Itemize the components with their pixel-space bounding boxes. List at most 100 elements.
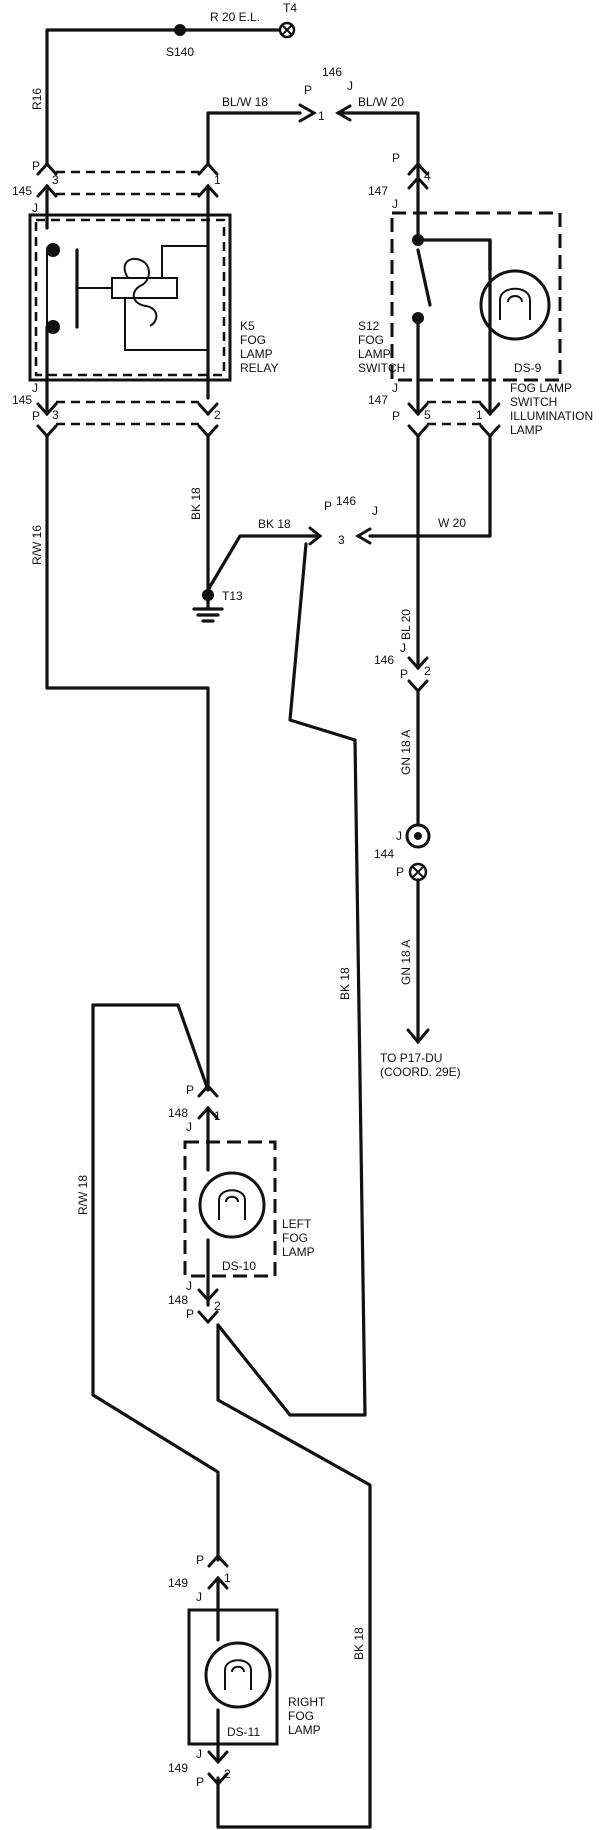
connector-146-pin1: 1: [318, 109, 325, 123]
switch-line4: SWITCH: [358, 361, 405, 375]
illum-line3: ILLUMINATION: [510, 409, 593, 423]
connector-145-top-left-icon: [36, 161, 58, 176]
ds11-bulb-icon: [204, 1641, 272, 1709]
terminal-t4-label: T4: [283, 1, 297, 15]
connector-145-bottom-left-icon: [36, 402, 58, 417]
right-fog-lamp: P 1 149 J DS-11 RIGHT FOG LAMP J 149 P 2: [168, 1553, 326, 1789]
relay-k5: 145 J P 3 1 K5 FOG LAMP RELAY J 145 P 3 …: [12, 159, 278, 439]
relay-ref: K5: [240, 319, 255, 333]
connector-145-top-pin1: 1: [214, 173, 221, 187]
left-fog-lamp: P 1 148 J DS-10 LEFT FOG LAMP J 148 P 2: [168, 1083, 315, 1325]
connector-145-bottom-pin3: 3: [52, 408, 59, 422]
switch-contact-icon: [416, 248, 432, 307]
ds11-ref: DS-11: [227, 1725, 260, 1739]
connector-146-pin3-icon: [308, 526, 323, 546]
connector-149-bottom-p: P: [196, 1775, 204, 1789]
wire-gn18a-lower-label: GN 18 A: [399, 940, 413, 985]
connector-149-top-pin1: 1: [224, 1571, 231, 1585]
terminal-t4-icon: [278, 21, 296, 39]
connector-147-top-j: J: [392, 197, 398, 211]
connector-149-bottom-icon: [207, 1750, 229, 1765]
wire-bk18-long-label: BK 18: [338, 967, 352, 1000]
connector-144-p: P: [396, 865, 404, 879]
top-feed: R 20 E.L. T4 S140 R16: [30, 1, 297, 167]
wire-bk18-right-label: BK 18: [352, 1627, 366, 1660]
wire-r20-label: R 20 E.L.: [210, 10, 260, 24]
wire-blw18-label: BL/W 18: [222, 95, 268, 109]
connector-147-bottom-p: P: [392, 409, 400, 423]
connector-147-bottom-pin1: 1: [476, 408, 483, 422]
connector-144-j: J: [396, 829, 402, 843]
switch-line3: LAMP: [358, 347, 391, 361]
connector-147-bottom-j: J: [392, 381, 398, 395]
connector-147-bottom-left-icon: [407, 402, 429, 417]
connector-148-bottom-pin2: 2: [214, 1299, 221, 1313]
wire-blw20-label: BL/W 20: [358, 95, 404, 109]
right-lamp-line3: LAMP: [288, 1723, 321, 1737]
connector-147-bottom-pin5: 5: [424, 408, 431, 422]
ds10-bulb-icon: [198, 1171, 266, 1239]
left-lamp-line1: LEFT: [282, 1217, 312, 1231]
connector-146-p2-id: 146: [374, 653, 394, 667]
wire-rw18-label: R/W 18: [76, 1175, 90, 1215]
connector-147-top-id: 147: [368, 184, 388, 198]
connector-146-j: J: [347, 79, 353, 93]
long-runs: R/W 16 BK 18 R/W 18 BK 18: [30, 434, 372, 1829]
connector-147-top-p: P: [392, 151, 400, 165]
connector-145-top-pin3: 3: [52, 173, 59, 187]
indicator-chain: BL 20 J 146 P 2 GN 18 A J 144 P GN 18 A …: [374, 434, 461, 1079]
connector-144-p-icon: [408, 862, 428, 882]
relay-line2: FOG: [240, 333, 266, 347]
connector-148-bottom-j: J: [186, 1279, 192, 1293]
connector-146-pin2-icon: [407, 656, 429, 671]
connector-146-p3-id: 146: [336, 494, 356, 508]
connector-145-bottom-id: 145: [12, 393, 32, 407]
connector-146-pin1-icon: [298, 103, 318, 123]
right-lamp-line1: RIGHT: [288, 1695, 326, 1709]
ds9-bulb-icon: [479, 269, 551, 341]
connector-146-p2-j: J: [400, 641, 406, 655]
connector-148-top-j: J: [186, 1120, 192, 1134]
connector-147-top-icon: [407, 161, 429, 176]
connector-146-pin3: 3: [338, 533, 345, 547]
connector-147-bottom-id: 147: [368, 393, 388, 407]
wire-bl20-label: BL 20: [399, 609, 413, 640]
connector-149-bottom-id: 149: [168, 1761, 188, 1775]
connector-146-id: 146: [322, 65, 342, 79]
wire-w20-label: W 20: [438, 516, 466, 530]
connector-146-pin2: 2: [424, 664, 431, 678]
right-lamp-line2: FOG: [288, 1709, 314, 1723]
ground-section: BK 18 BK 18 W 20 P 146 J 3 T13: [189, 434, 492, 623]
connector-148-top-id: 148: [168, 1106, 188, 1120]
left-lamp-line2: FOG: [282, 1231, 308, 1245]
connector-148-bottom-p: P: [186, 1307, 194, 1321]
wire-bk18-relay-label: BK 18: [189, 487, 203, 520]
connector-145-top-id: 145: [12, 184, 32, 198]
connector-144-id: 144: [374, 847, 394, 861]
relay-coil-icon: [111, 277, 178, 299]
splice-s140-label: S140: [166, 45, 194, 59]
switch-s12: P 4 147 J S12 FOG LAMP SWITCH DS-9 J 147…: [358, 151, 593, 439]
connector-148-bottom-id: 148: [168, 1293, 188, 1307]
connector-145-bottom-pin2: 2: [214, 408, 221, 422]
connector-145-bottom-j: J: [32, 381, 38, 395]
ds10-ref: DS-10: [222, 1259, 256, 1273]
connector-147-bottom-right-icon: [479, 402, 501, 417]
destination-line2: (COORD. 29E): [380, 1065, 461, 1079]
connector-146-p: P: [304, 83, 312, 97]
destination-line1: TO P17-DU: [380, 1051, 442, 1065]
connector-149-top-icon: [207, 1553, 229, 1568]
ground-t13-icon: [192, 589, 224, 623]
connector-145-top-j: J: [32, 201, 38, 215]
illum-line4: LAMP: [510, 423, 543, 437]
connector-146-p3-j: J: [372, 504, 378, 518]
illum-line2: SWITCH: [510, 395, 557, 409]
connector-149-bottom-j: J: [196, 1747, 202, 1761]
blw-feed: BL/W 18 BL/W 20 146 J P 1: [206, 65, 420, 167]
connector-145-top-right-icon: [197, 161, 219, 176]
connector-149-top-j: J: [196, 1590, 202, 1604]
connector-145-bottom-p: P: [32, 409, 40, 423]
wire-bk18-c146-label: BK 18: [258, 517, 291, 531]
connector-148-top-pin1: 1: [214, 1109, 221, 1123]
